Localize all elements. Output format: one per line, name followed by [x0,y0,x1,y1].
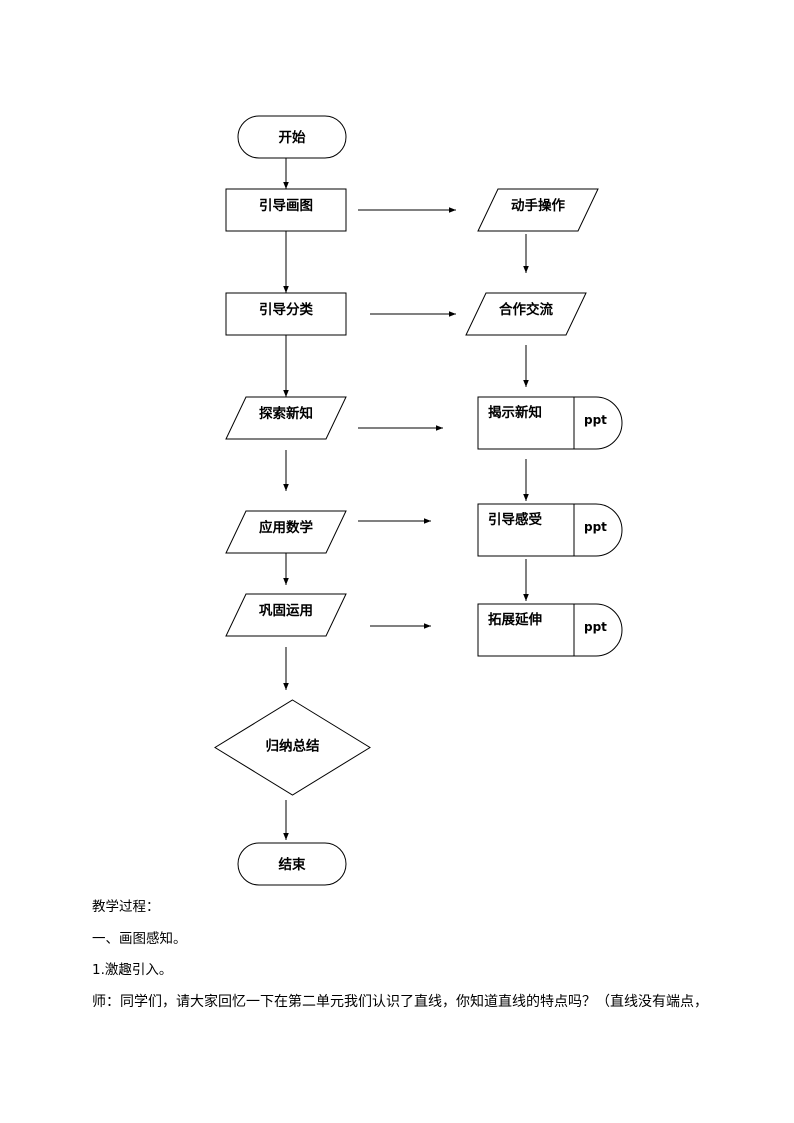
node-label-apply-math: 应用数学 [259,519,313,536]
node-label-reveal: 揭示新知 [488,404,542,421]
node-reveal: 揭示新知 ppt [477,396,623,450]
node-shape-start [237,115,347,159]
node-apply-math: 应用数学 [225,510,347,554]
node-shape-extend [477,603,623,657]
node-guide-classify: 引导分类 [225,292,347,336]
process-heading: 教学过程： [92,899,160,915]
node-shape-hands-on [477,188,599,232]
node-shape-explore [225,396,347,440]
ppt-tag-extend: ppt [584,620,607,634]
node-shape-apply-math [225,510,347,554]
section-title: 一、画图感知。 [92,931,187,947]
node-end: 结束 [237,842,347,886]
node-shape-guide-classify [225,292,347,336]
node-shape-guide-draw [225,188,347,232]
node-label-extend: 拓展延伸 [488,611,542,628]
node-shape-guide-feel [477,503,623,557]
node-label-guide-feel: 引导感受 [488,511,542,528]
node-extend: 拓展延伸 ppt [477,603,623,657]
node-label-start: 开始 [279,129,306,146]
node-label-guide-classify: 引导分类 [259,301,313,318]
ppt-tag-reveal: ppt [584,413,607,427]
node-label-guide-draw: 引导画图 [259,198,313,214]
node-consolidate: 巩固运用 [225,593,347,637]
node-guide-draw: 引导画图 [225,188,347,232]
node-shape-cooperate [465,292,587,336]
node-shape-consolidate [225,593,347,637]
body-paragraph: 师：同学们，请大家回忆一下在第二单元我们认识了直线，你知道直线的特点吗？（直线没… [92,994,708,1010]
node-label-end: 结束 [279,856,306,873]
node-summarize: 归纳总结 [214,699,371,796]
node-guide-feel: 引导感受 ppt [477,503,623,557]
node-shape-reveal [477,396,623,450]
ppt-tag-guide-feel: ppt [584,520,607,534]
node-label-hands-on: 动手操作 [511,197,565,214]
node-label-consolidate: 巩固运用 [259,603,313,619]
node-label-explore: 探索新知 [259,405,313,422]
node-cooperate: 合作交流 [465,292,587,336]
node-label-summarize: 归纳总结 [266,738,320,755]
node-hands-on: 动手操作 [477,188,599,232]
node-explore: 探索新知 [225,396,347,440]
node-shape-summarize [214,699,371,796]
node-start: 开始 [237,115,347,159]
node-shape-end [237,842,347,886]
node-label-cooperate: 合作交流 [499,301,553,318]
subsection-title: 1.激趣引入。 [92,962,173,978]
